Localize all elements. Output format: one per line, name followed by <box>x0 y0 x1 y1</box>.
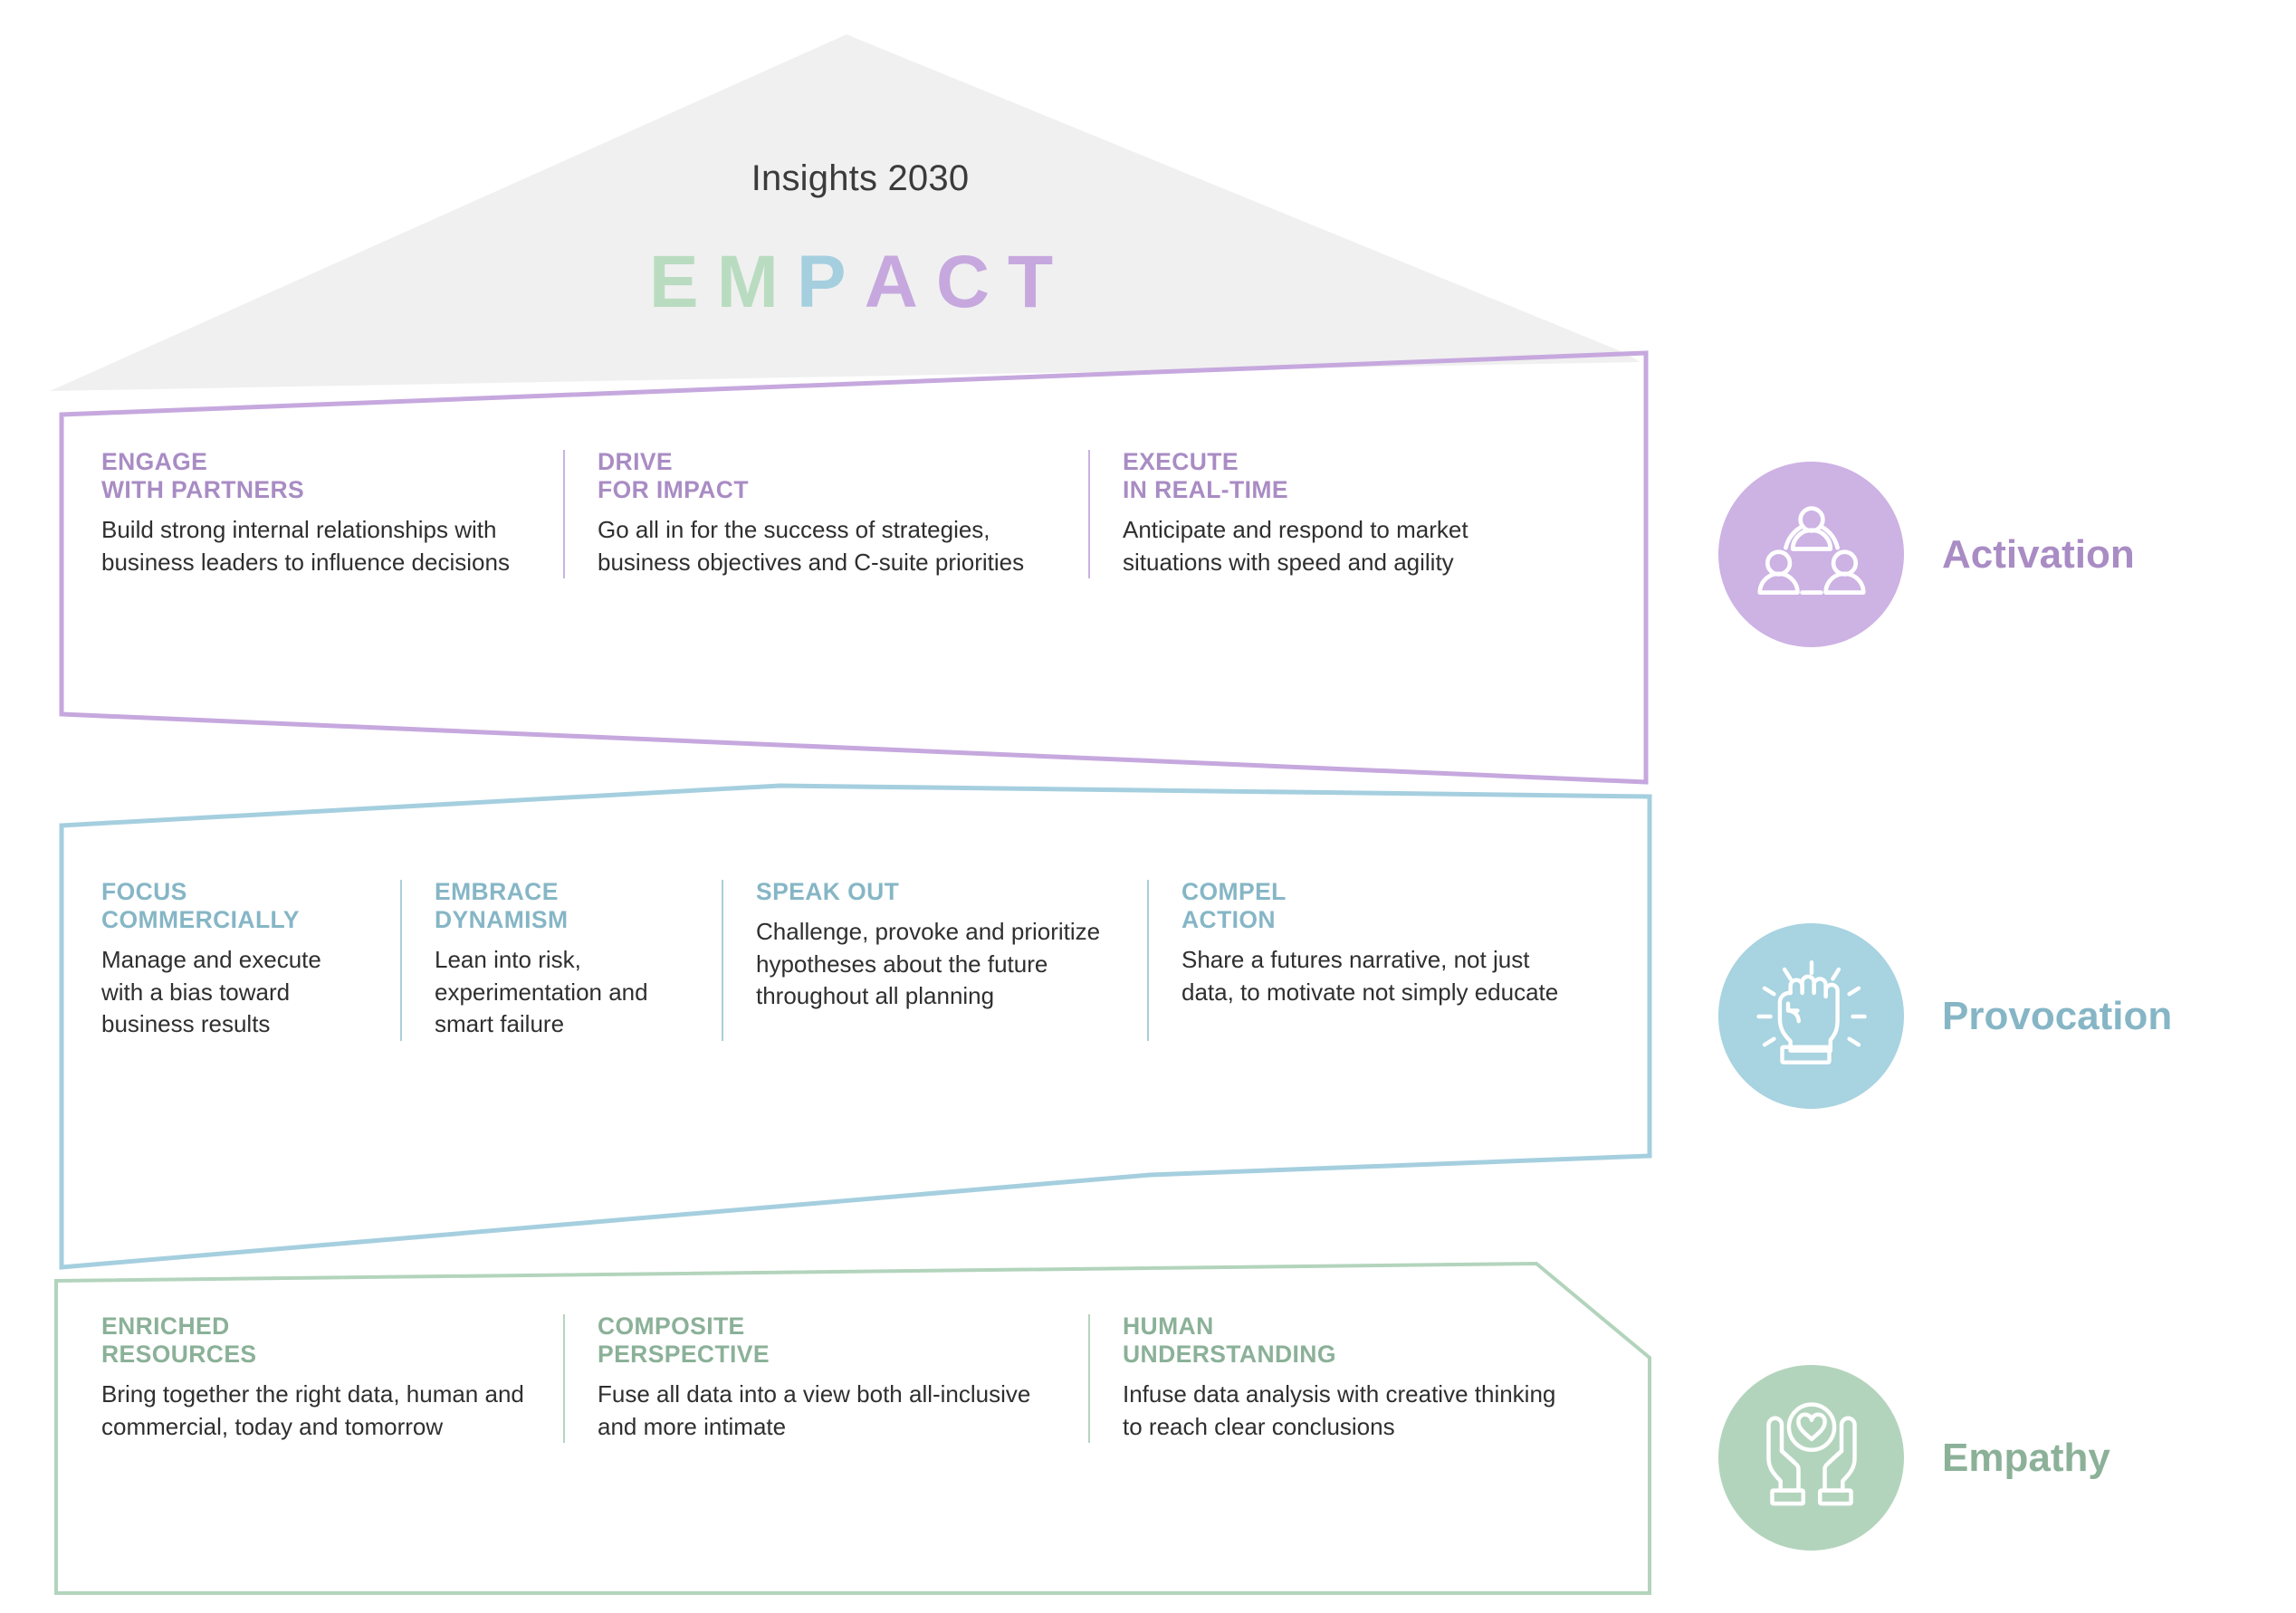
acronym-letter-a-3: A <box>864 241 936 323</box>
pillar-item: COMPOSITE PERSPECTIVE Fuse all data into… <box>563 1312 1088 1444</box>
item-kicker: ENRICHED RESOURCES <box>101 1312 532 1369</box>
item-body: Build strong internal relationships with… <box>101 516 510 576</box>
item-kicker: FOCUS COMMERCIALLY <box>101 878 369 934</box>
item-body: Challenge, provoke and prioritize hypoth… <box>756 918 1101 1010</box>
pillar-item: DRIVE FOR IMPACT Go all in for the succe… <box>563 448 1088 579</box>
kicker-line-2: FOR IMPACT <box>598 476 749 503</box>
item-body: Infuse data analysis with creative think… <box>1123 1380 1556 1440</box>
acronym-letter-t-5: T <box>1008 241 1072 323</box>
kicker-line-1: COMPEL <box>1181 878 1287 905</box>
item-kicker: EXECUTE IN REAL-TIME <box>1123 448 1564 504</box>
column-divider <box>400 880 402 1041</box>
acronym-letter-c-4: C <box>935 241 1009 323</box>
provocation-row: FOCUS COMMERCIALLY Manage and execute wi… <box>101 878 1641 1041</box>
column-divider <box>1147 880 1149 1041</box>
raised-fist-icon <box>1755 959 1867 1064</box>
kicker-line-2: COMMERCIALLY <box>101 906 300 933</box>
item-kicker: SPEAK OUT <box>756 878 1116 906</box>
item-body: Fuse all data into a view both all-inclu… <box>598 1380 1031 1440</box>
item-body: Share a futures narrative, not just data… <box>1181 946 1559 1006</box>
pillar-legend-label: Empathy <box>1942 1435 2110 1480</box>
item-kicker: COMPOSITE PERSPECTIVE <box>598 1312 1057 1369</box>
column-divider <box>563 450 565 579</box>
kicker-line-1: ENRICHED <box>101 1312 230 1340</box>
provocation-badge <box>1718 923 1904 1109</box>
kicker-line-1: DRIVE <box>598 448 673 475</box>
page-title: Insights 2030 <box>751 158 970 198</box>
pillar-legend-empathy: Empathy <box>1718 1365 2110 1551</box>
roof-shape <box>50 34 1641 391</box>
acronym-letter-e-0: E <box>648 241 717 323</box>
kicker-line-1: ENGAGE <box>101 448 208 475</box>
acronym-letter-p-2: P <box>796 241 865 323</box>
kicker-line-2: PERSPECTIVE <box>598 1341 770 1368</box>
empathy-row: ENRICHED RESOURCES Bring together the ri… <box>101 1312 1622 1444</box>
item-body: Bring together the right data, human and… <box>101 1380 524 1440</box>
item-kicker: COMPEL ACTION <box>1181 878 1569 934</box>
kicker-line-1: EXECUTE <box>1123 448 1239 475</box>
activation-row: ENGAGE WITH PARTNERS Build strong intern… <box>101 448 1622 579</box>
hands-heart-icon <box>1765 1401 1857 1505</box>
kicker-line-1: SPEAK OUT <box>756 878 900 905</box>
acronym-letter-m-1: M <box>716 241 797 323</box>
kicker-line-1: FOCUS <box>101 878 187 905</box>
kicker-line-2: UNDERSTANDING <box>1123 1341 1336 1368</box>
acronym-empact: EMPACT <box>0 240 1720 325</box>
column-divider <box>722 880 723 1041</box>
pillar-legend-provocation: Provocation <box>1718 923 2172 1109</box>
kicker-line-2: DYNAMISM <box>435 906 569 933</box>
pillar-item: HUMAN UNDERSTANDING Infuse data analysis… <box>1088 1312 1595 1444</box>
item-kicker: HUMAN UNDERSTANDING <box>1123 1312 1564 1369</box>
item-body: Manage and execute with a bias toward bu… <box>101 946 321 1038</box>
item-body: Lean into risk, experimentation and smar… <box>435 946 648 1038</box>
column-divider <box>1088 450 1090 579</box>
pillar-item: ENRICHED RESOURCES Bring together the ri… <box>101 1312 563 1443</box>
pillar-legend-activation: Activation <box>1718 462 2135 647</box>
item-kicker: DRIVE FOR IMPACT <box>598 448 1057 504</box>
kicker-line-2: IN REAL-TIME <box>1123 476 1288 503</box>
pillar-item: EXECUTE IN REAL-TIME Anticipate and resp… <box>1088 448 1595 579</box>
item-body: Go all in for the success of strategies,… <box>598 516 1025 576</box>
kicker-line-1: EMBRACE <box>435 878 559 905</box>
kicker-line-1: HUMAN <box>1123 1312 1214 1340</box>
kicker-line-1: COMPOSITE <box>598 1312 745 1340</box>
pillar-legend-label: Provocation <box>1942 993 2173 1038</box>
pillar-item: COMPEL ACTION Share a futures narrative,… <box>1147 878 1600 1041</box>
column-divider <box>1088 1314 1090 1444</box>
pillar-item: FOCUS COMMERCIALLY Manage and execute wi… <box>101 878 400 1041</box>
item-body: Anticipate and respond to market situati… <box>1123 516 1468 576</box>
column-divider <box>563 1314 565 1444</box>
empathy-badge <box>1718 1365 1904 1551</box>
kicker-line-2: RESOURCES <box>101 1341 257 1368</box>
activation-badge <box>1718 462 1904 647</box>
item-kicker: EMBRACE DYNAMISM <box>435 878 691 934</box>
pillar-legend-label: Activation <box>1942 531 2135 577</box>
pillar-item: SPEAK OUT Challenge, provoke and priorit… <box>722 878 1147 1041</box>
people-network-icon <box>1756 505 1866 595</box>
kicker-line-2: WITH PARTNERS <box>101 476 305 503</box>
pillar-item: EMBRACE DYNAMISM Lean into risk, experim… <box>400 878 722 1041</box>
pillar-item: ENGAGE WITH PARTNERS Build strong intern… <box>101 448 563 578</box>
kicker-line-2: ACTION <box>1181 906 1276 933</box>
item-kicker: ENGAGE WITH PARTNERS <box>101 448 532 504</box>
